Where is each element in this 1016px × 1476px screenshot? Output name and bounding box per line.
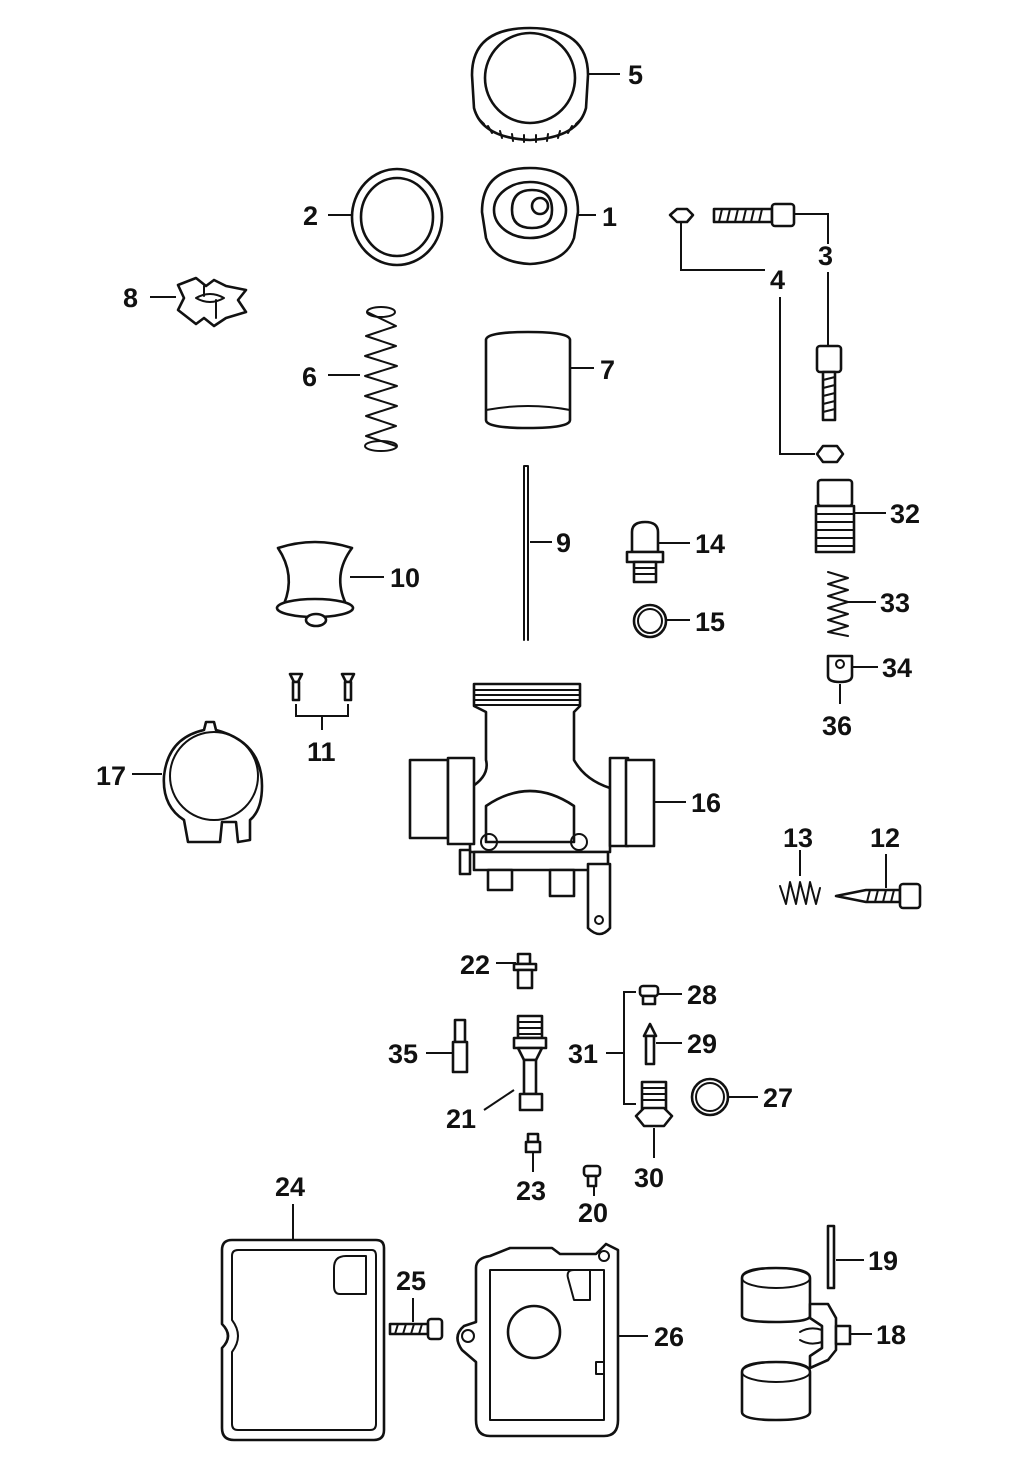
- part-35-pin: [451, 1018, 469, 1074]
- leader-4: [680, 222, 765, 271]
- part-26-float-bowl: [456, 1242, 620, 1438]
- part-25-bowl-screw: [388, 1317, 444, 1341]
- leader-11: [295, 704, 349, 717]
- callout-9: 9: [556, 528, 571, 558]
- callout-8: 8: [123, 283, 138, 313]
- part-28-cap: [638, 984, 660, 1006]
- part-2-ring-gasket: [350, 167, 444, 267]
- callout-18: 18: [876, 1320, 906, 1350]
- callout-21: 21: [446, 1104, 476, 1134]
- callout-2: 2: [303, 201, 318, 231]
- part-33-spring: [827, 571, 849, 637]
- callout-14: 14: [695, 529, 725, 559]
- part-7-slide: [484, 330, 572, 430]
- callout-1: 1: [602, 202, 617, 232]
- callout-12: 12: [870, 823, 900, 853]
- callout-27: 27: [763, 1083, 793, 1113]
- callout-7: 7: [600, 355, 615, 385]
- part-16-carburetor-body: [408, 682, 656, 936]
- part-30-valve-seat: [634, 1080, 674, 1128]
- callout-17: 17: [96, 761, 126, 791]
- part-13-spring: [779, 881, 821, 905]
- callout-24: 24: [275, 1172, 305, 1202]
- callout-36: 36: [822, 711, 852, 741]
- callout-19: 19: [868, 1246, 898, 1276]
- part-32-adjuster: [814, 478, 856, 554]
- callout-30: 30: [634, 1163, 664, 1193]
- callout-28: 28: [687, 980, 717, 1010]
- callout-3: 3: [818, 241, 833, 271]
- part-19-pin: [826, 1224, 836, 1290]
- callout-13: 13: [783, 823, 813, 853]
- callout-11: 11: [307, 737, 336, 767]
- part-14-jet: [625, 520, 665, 584]
- callout-34: 34: [882, 653, 912, 683]
- callout-15: 15: [695, 607, 725, 637]
- part-24-bowl-gasket: [220, 1238, 386, 1442]
- part-18-float: [740, 1266, 852, 1422]
- callout-26: 26: [654, 1322, 684, 1352]
- part-6-spring: [364, 306, 398, 452]
- part-22-jet: [512, 952, 538, 990]
- part-3-screw-upper: [712, 202, 796, 228]
- part-21-needle-jet: [512, 1014, 548, 1112]
- part-4-nut-upper: [668, 207, 695, 224]
- part-5-top-cap: [470, 26, 590, 143]
- callout-25: 25: [396, 1266, 426, 1296]
- callout-22: 22: [460, 950, 490, 980]
- leader-31-bracket: [623, 991, 636, 1105]
- callout-32: 32: [890, 499, 920, 529]
- part-17-clamp: [162, 720, 264, 844]
- part-23-jet: [524, 1132, 542, 1154]
- part-4-nut-lower: [815, 444, 845, 464]
- callout-5: 5: [628, 60, 643, 90]
- part-1-cover: [480, 166, 580, 266]
- part-12-idle-screw: [834, 882, 922, 910]
- callout-29: 29: [687, 1029, 717, 1059]
- part-29-needle-valve: [642, 1022, 658, 1066]
- part-15-o-ring: [632, 603, 668, 639]
- part-20-screw: [582, 1164, 602, 1188]
- part-9-needle: [523, 465, 529, 641]
- leader-21: [483, 1089, 515, 1111]
- callout-31: 31: [568, 1039, 598, 1069]
- leader-3: [794, 213, 829, 244]
- part-8-clip: [176, 276, 248, 328]
- part-11-screws: [288, 672, 356, 702]
- callout-6: 6: [302, 362, 317, 392]
- callout-33: 33: [880, 588, 910, 618]
- leader-4b: [779, 297, 815, 455]
- part-27-o-ring: [690, 1077, 730, 1117]
- callout-10: 10: [390, 563, 420, 593]
- callout-20: 20: [578, 1198, 608, 1228]
- part-10-rubber-boot: [275, 540, 355, 628]
- callout-4: 4: [770, 265, 785, 295]
- callout-23: 23: [516, 1176, 546, 1206]
- part-3-screw-vertical: [815, 344, 843, 422]
- callout-35: 35: [388, 1039, 418, 1069]
- part-34-clip: [826, 654, 854, 684]
- callout-16: 16: [691, 788, 721, 818]
